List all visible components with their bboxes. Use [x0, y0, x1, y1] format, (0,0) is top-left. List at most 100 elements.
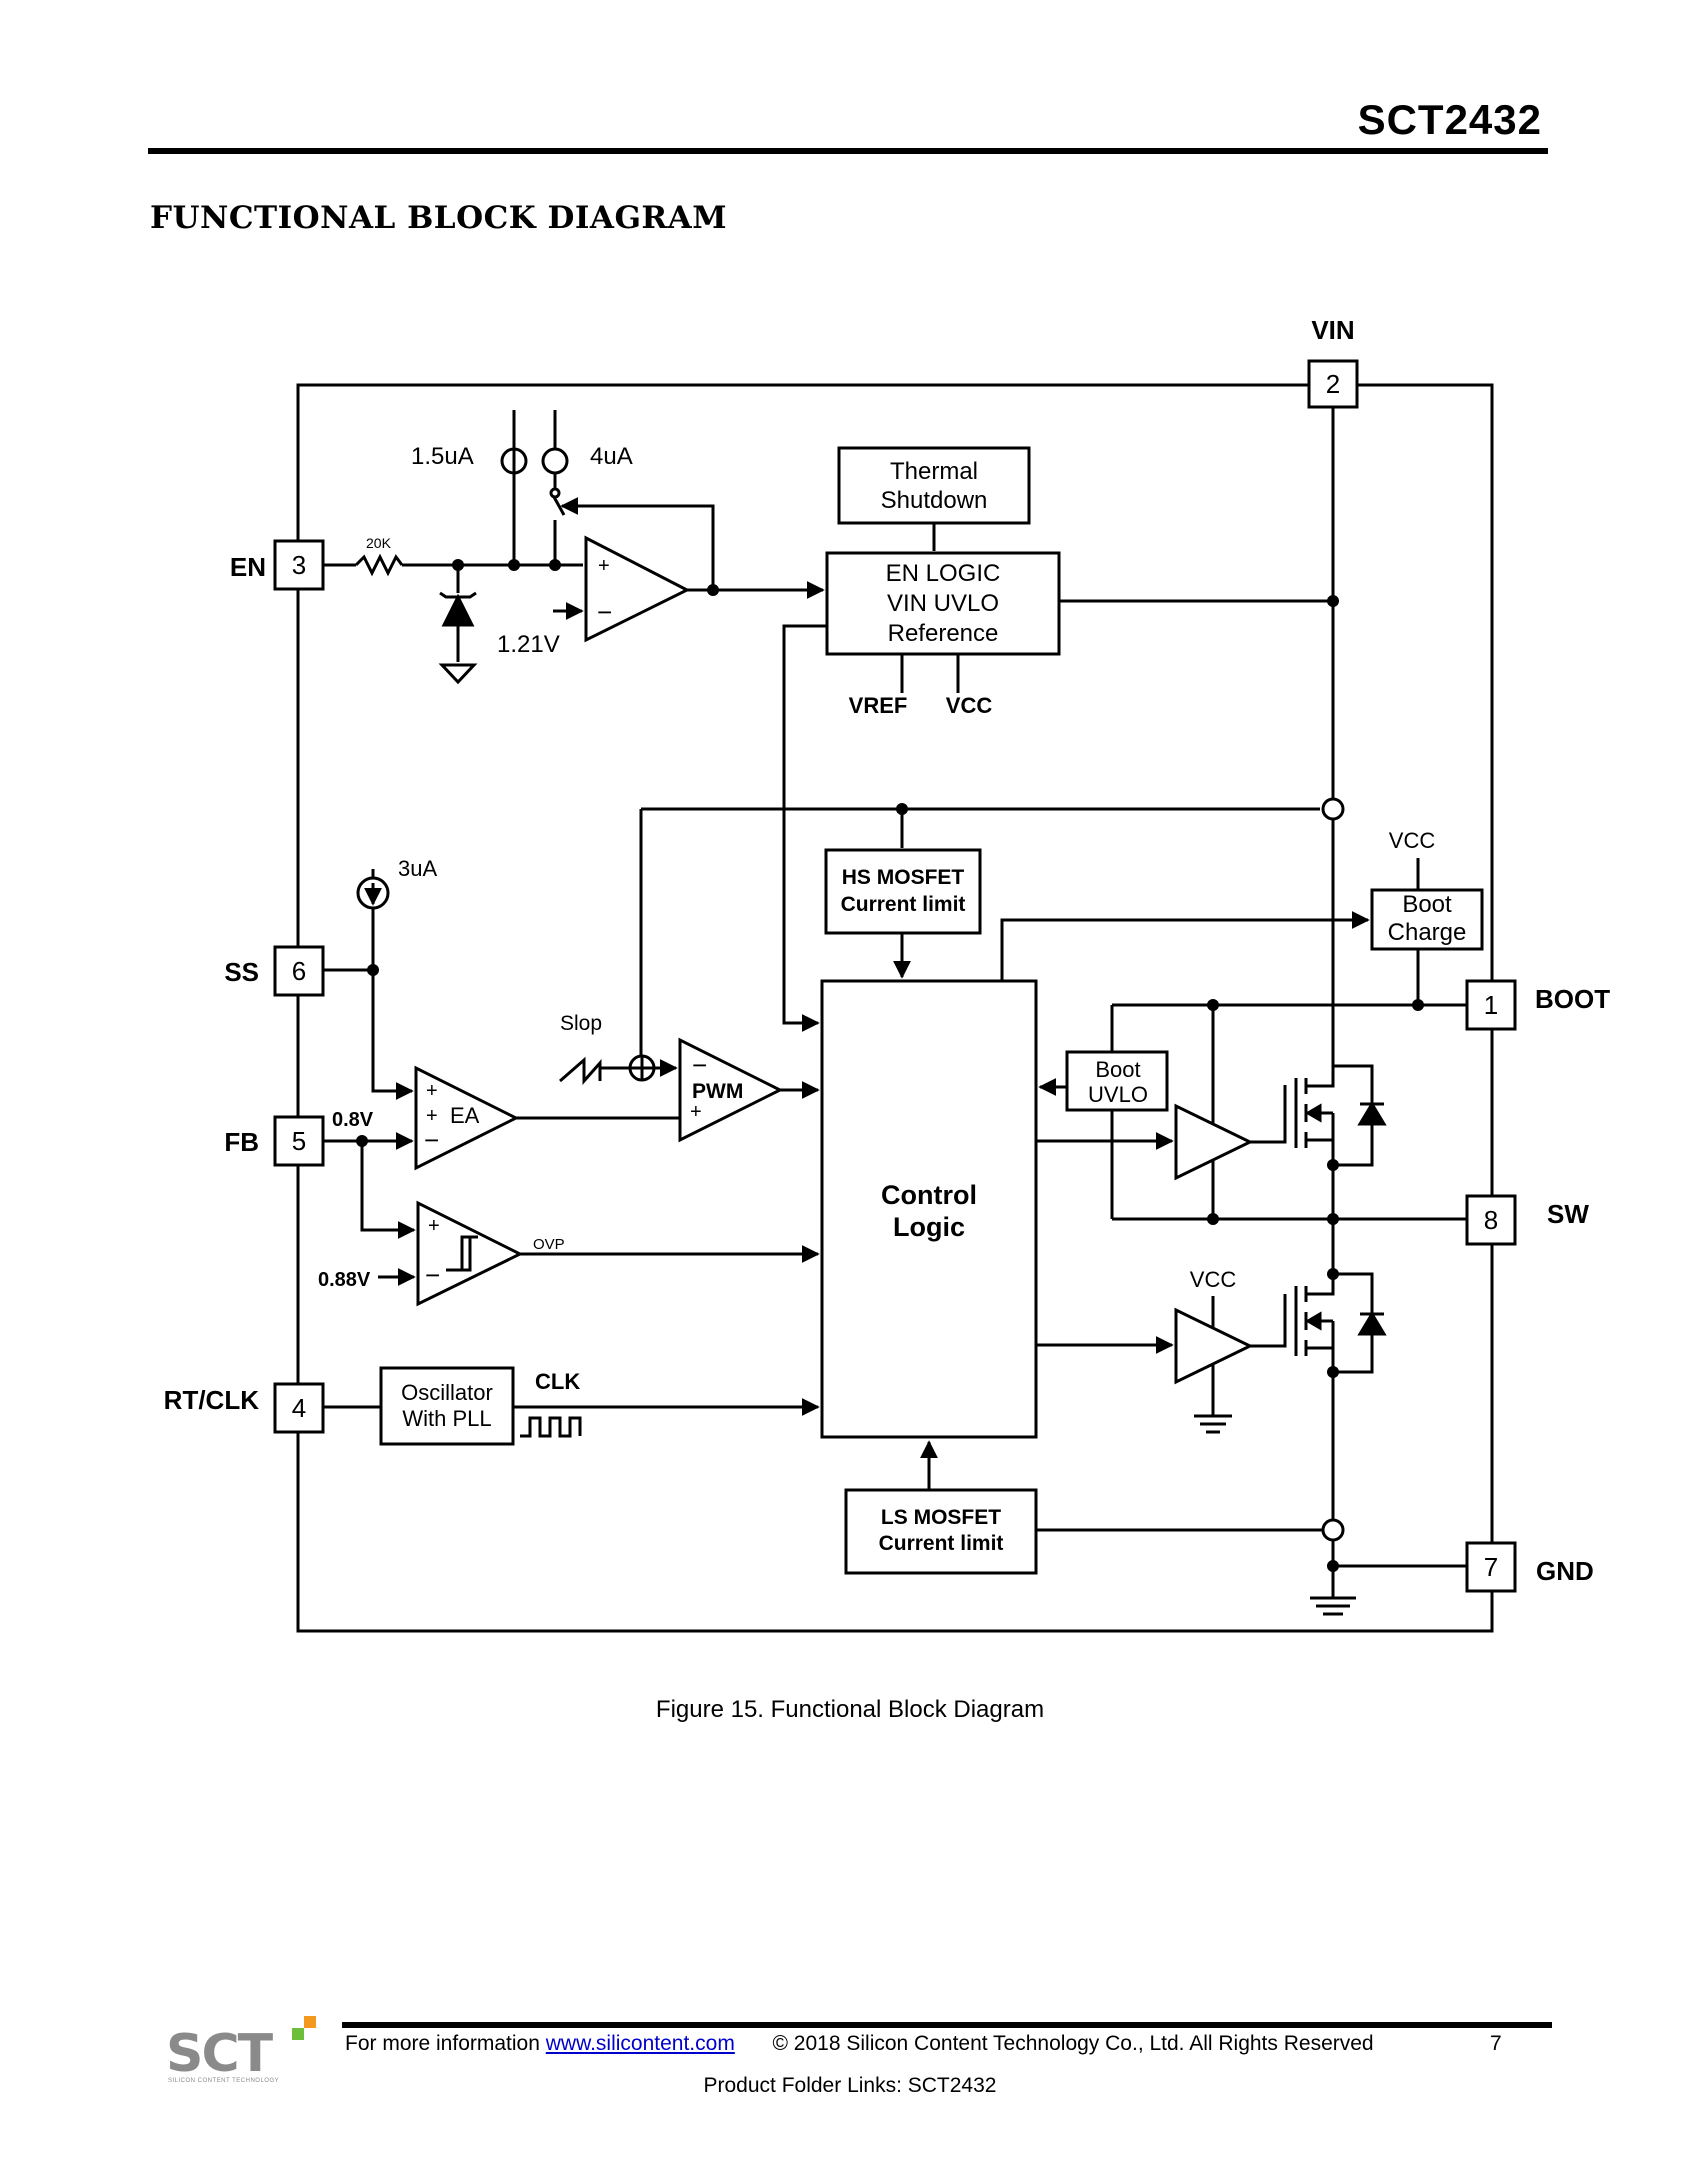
ea-minus: − [424, 1125, 439, 1155]
website-link[interactable]: www.silicontent.com [545, 2032, 735, 2055]
ea-label: EA [450, 1103, 480, 1128]
label-vref-out: VREF [849, 693, 908, 718]
logo-text: SCT [166, 2024, 273, 2084]
label-slope: Slop [560, 1012, 602, 1035]
logo-square-orange [304, 2016, 316, 2028]
section-title: FUNCTIONAL BLOCK DIAGRAM [150, 200, 728, 236]
footer-info-prefix: For more information [345, 2032, 540, 2055]
ea-plus-2: + [426, 1105, 438, 1127]
pin-name-ss: SS [224, 957, 259, 987]
label-vcc-ls: VCC [1190, 1267, 1237, 1292]
hs-limit-label-1: HS MOSFET [842, 866, 965, 889]
label-4ua: 4uA [590, 443, 633, 470]
ls-body-diode [1357, 1311, 1387, 1336]
pin-name-vin: VIN [1311, 315, 1354, 345]
resistor-20k [354, 553, 404, 577]
pin-box-boot [1465, 979, 1517, 1031]
footer-info: For more information www.silicontent.com… [345, 2032, 1374, 2056]
pin-box-gnd [1465, 1541, 1517, 1593]
ovp-minus: − [425, 1260, 440, 1290]
oscillator-label-2: With PLL [402, 1406, 491, 1431]
footer-rule [342, 2022, 1552, 2028]
thermal-label-2: Shutdown [881, 487, 988, 514]
pwm-plus: + [690, 1101, 702, 1123]
sct-logo: SCT SILICON CONTENT TECHNOLOGY [166, 2016, 326, 2086]
pin-name-rt: RT/CLK [164, 1385, 260, 1415]
label-clk: CLK [535, 1369, 580, 1394]
boot-charge-label-1: Boot [1402, 891, 1452, 918]
product-folder-links: Product Folder Links: SCT2432 [703, 2074, 997, 2097]
label-1-21v: 1.21V [497, 631, 560, 658]
label-20k: 20K [366, 535, 392, 551]
control-logic-label-2: Logic [893, 1212, 965, 1242]
pin-number-rt: 4 [292, 1393, 306, 1423]
en-comparator [584, 535, 691, 643]
en-logic-label-1: EN LOGIC [886, 560, 1001, 587]
page-number: 7 [1490, 2032, 1502, 2055]
pin-box-sw [1465, 1194, 1517, 1246]
label-vcc-boot: VCC [1389, 828, 1436, 853]
ground-symbol-en [438, 663, 478, 685]
hs-body-diode [1357, 1101, 1387, 1126]
pin-number-en: 3 [292, 550, 306, 580]
boot-uvlo-label-2: UVLO [1088, 1082, 1148, 1107]
zener-diode [441, 593, 475, 627]
pin-box-fb [273, 1115, 325, 1167]
ovp-comparator [416, 1200, 524, 1307]
ls-limit-label-1: LS MOSFET [881, 1506, 1001, 1529]
pin-number-sw: 8 [1484, 1205, 1498, 1235]
current-source-4ua [541, 447, 569, 475]
logo-tagline: SILICON CONTENT TECHNOLOGY [168, 2078, 280, 2084]
en-comp-plus: + [598, 555, 610, 577]
hs-sense-node [1321, 797, 1345, 821]
boot-charge-label-2: Charge [1388, 919, 1467, 946]
pin-number-ss: 6 [292, 956, 306, 986]
en-comp-minus: − [597, 597, 612, 627]
en-logic-label-3: Reference [888, 620, 999, 647]
pwm-minus: − [692, 1050, 707, 1080]
oscillator-label-1: Oscillator [401, 1380, 493, 1405]
error-amplifier [414, 1065, 520, 1171]
hs-limit-label-2: Current limit [841, 893, 966, 916]
pin-box-en [273, 539, 325, 591]
logo-square-green [292, 2028, 304, 2040]
clk-waveform [520, 1416, 582, 1438]
pin-box-vin [1307, 359, 1359, 409]
pin-number-gnd: 7 [1484, 1552, 1498, 1582]
pin-number-fb: 5 [292, 1126, 306, 1156]
en-logic-label-2: VIN UVLO [887, 590, 999, 617]
pin-name-gnd: GND [1536, 1556, 1594, 1586]
label-vcc-out: VCC [946, 693, 993, 718]
ls-sense-node [1321, 1518, 1345, 1542]
slope-waveform [559, 1056, 602, 1085]
part-number: SCT2432 [1357, 96, 1542, 143]
pin-name-boot: BOOT [1535, 984, 1610, 1014]
label-3ua: 3uA [398, 856, 437, 881]
pin-number-vin: 2 [1326, 369, 1340, 399]
figure-caption: Figure 15. Functional Block Diagram [655, 1696, 1045, 1723]
boot-uvlo-block [1065, 1050, 1169, 1112]
control-logic-label-1: Control [881, 1180, 977, 1210]
label-0-88v: 0.88V [318, 1269, 371, 1291]
pin-name-fb: FB [224, 1127, 259, 1157]
header-rule [148, 148, 1548, 154]
ls-limit-label-2: Current limit [879, 1532, 1004, 1555]
label-ovp: OVP [533, 1236, 565, 1253]
current-source-1-5ua [500, 447, 528, 475]
label-1-5ua: 1.5uA [411, 443, 474, 470]
pin-number-boot: 1 [1484, 990, 1498, 1020]
pin-box-rt [273, 1382, 325, 1434]
thermal-label-1: Thermal [890, 458, 978, 485]
pwm-label: PWM [692, 1080, 743, 1103]
ovp-plus: + [428, 1215, 440, 1237]
pin-box-ss [273, 945, 325, 997]
boot-charge-block [1370, 888, 1484, 951]
hysteresis-symbol [446, 1235, 478, 1272]
hs-current-limit-block [824, 848, 982, 935]
boot-uvlo-label-1: Boot [1095, 1057, 1140, 1082]
label-0-8v: 0.8V [332, 1109, 374, 1131]
pin-name-en: EN [230, 552, 266, 582]
ea-plus-1: + [426, 1080, 438, 1102]
pin-name-sw: SW [1547, 1199, 1589, 1229]
